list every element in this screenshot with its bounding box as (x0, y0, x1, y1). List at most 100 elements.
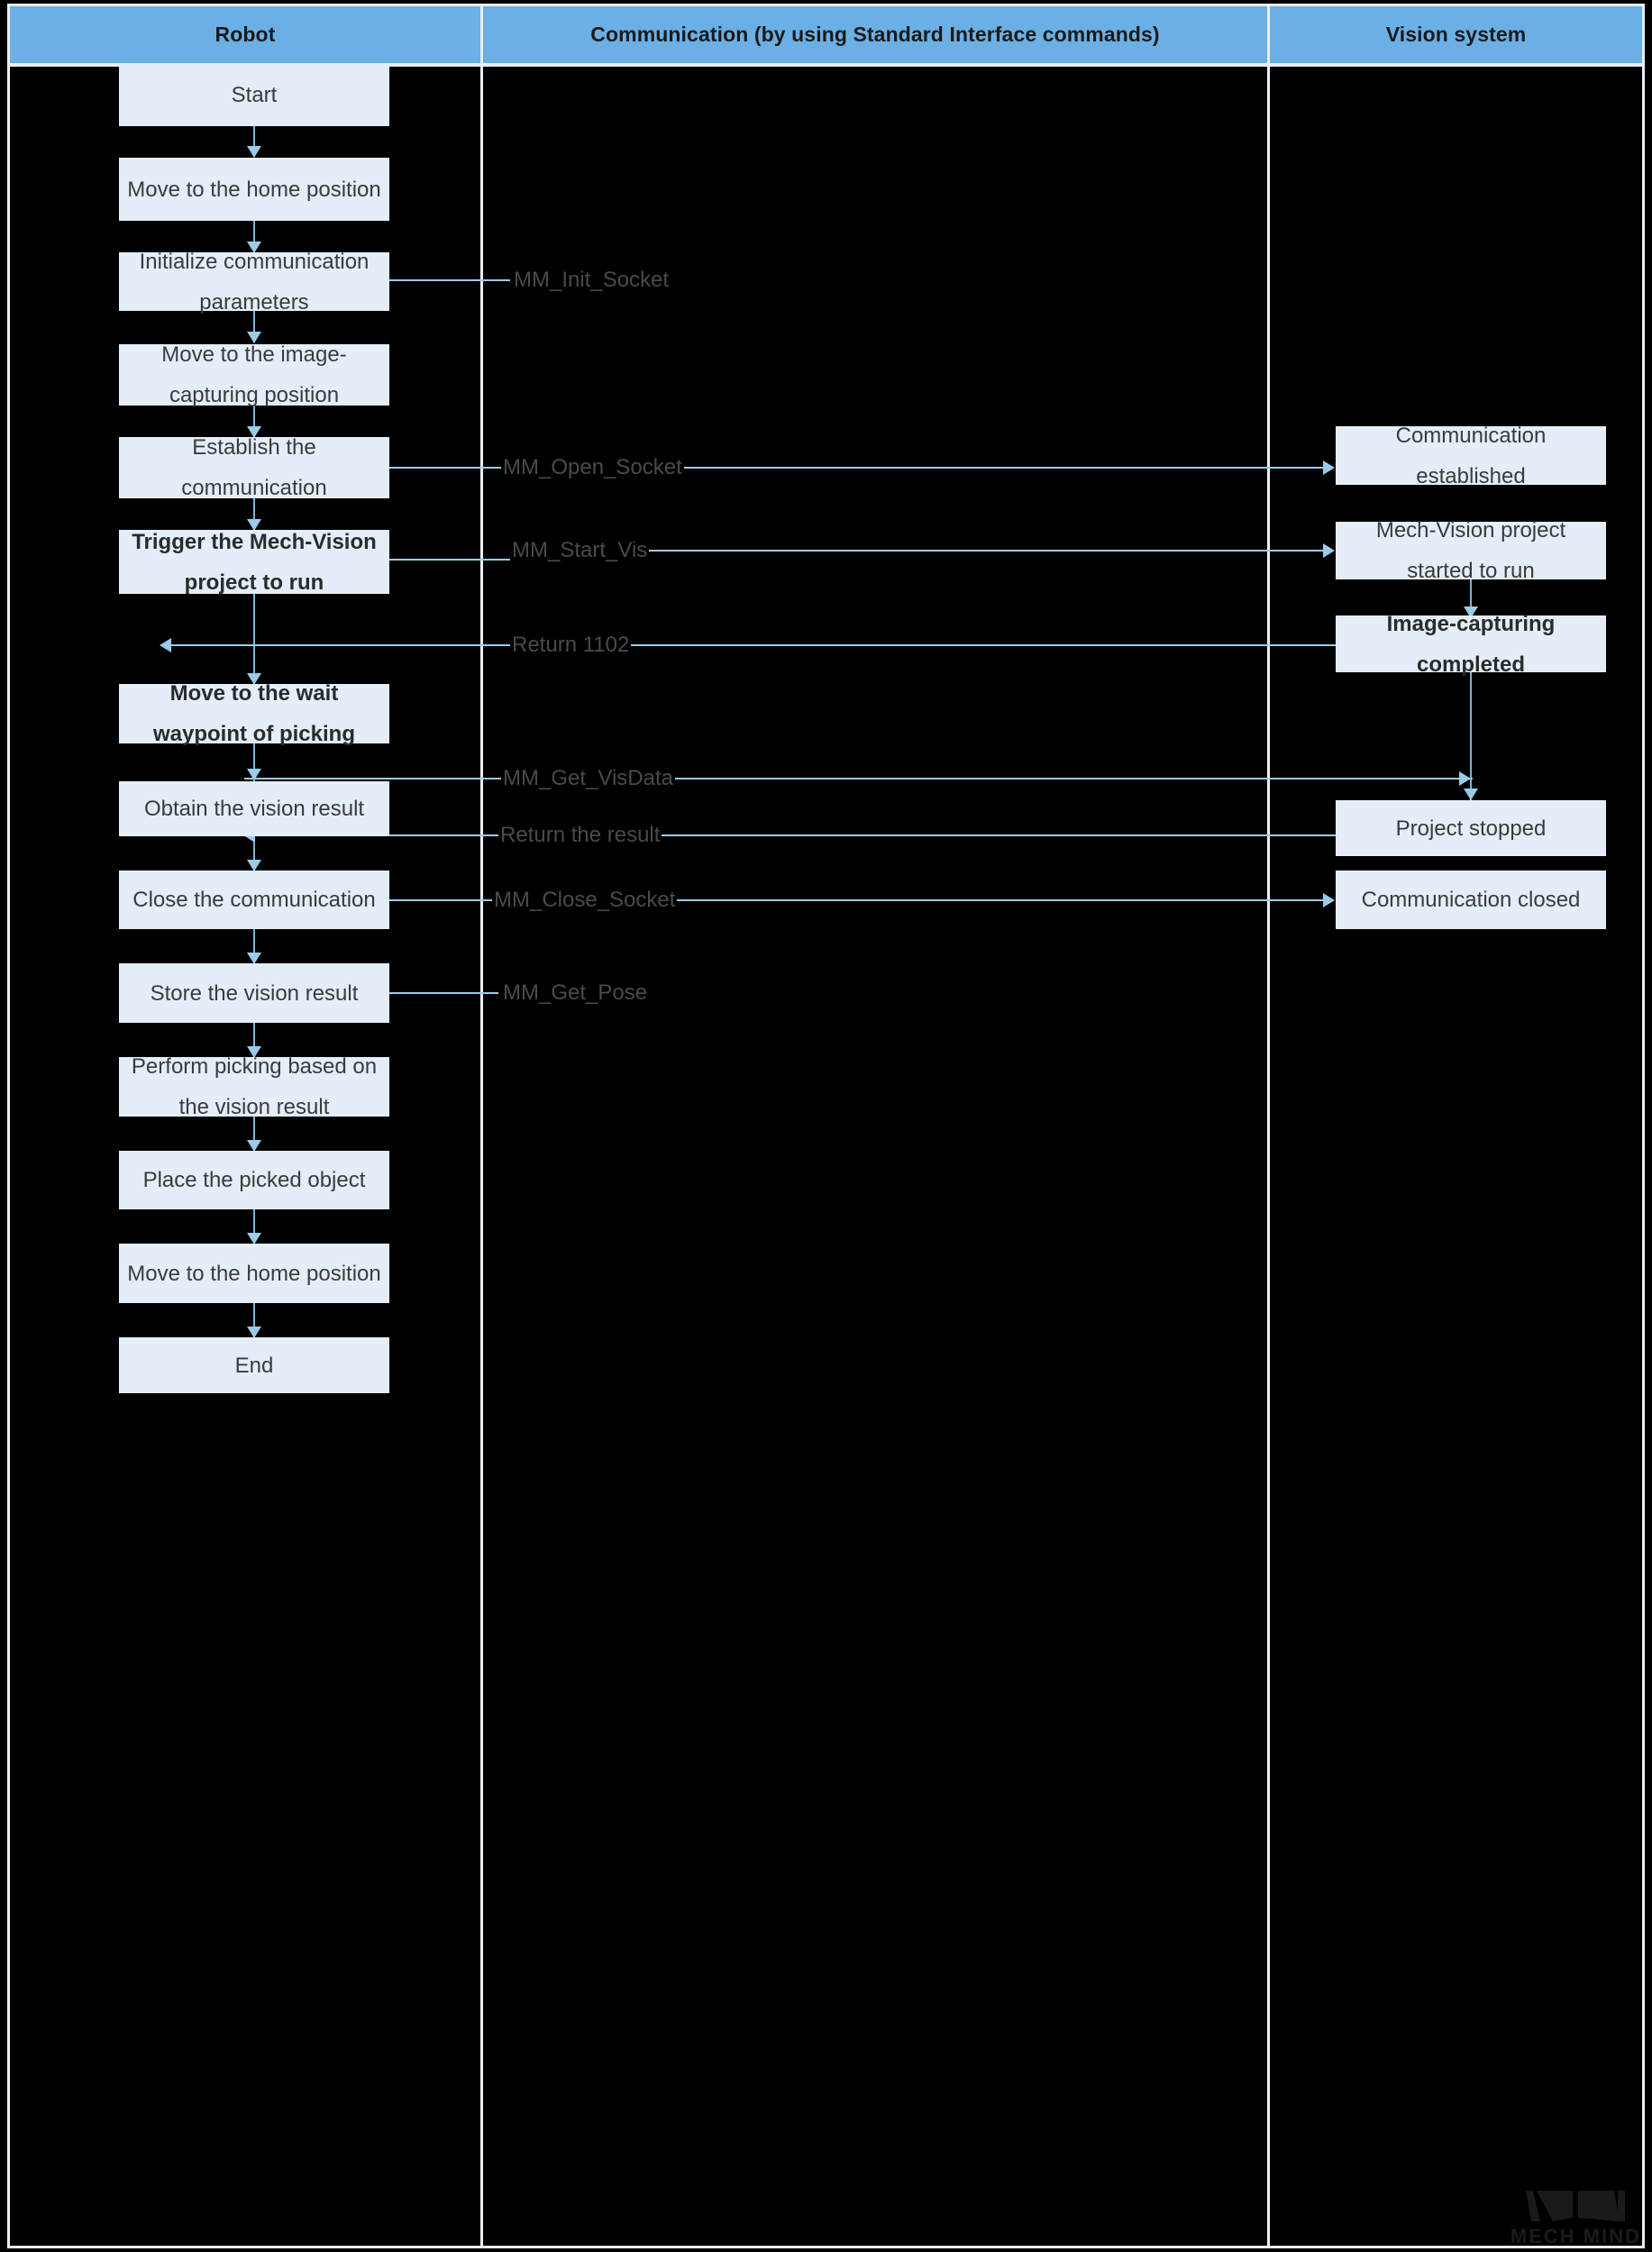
connector-trigger-to-waitwp (253, 594, 255, 684)
vision-step-mech-vision-started[interactable]: Mech-Vision project started to run (1336, 518, 1606, 583)
robot-step-end-label: End (234, 1353, 274, 1378)
lane-divider-1 (480, 4, 483, 2248)
connector-mvstart-to-imgdone (1470, 579, 1472, 619)
robot-step-start-label: Start (231, 82, 278, 107)
connector-home2-to-end (253, 1303, 255, 1337)
arrowhead-establish (247, 426, 261, 438)
robot-step-perform-picking[interactable]: Perform picking based on the vision resu… (119, 1054, 389, 1119)
vision-step-mech-vision-started-label: Mech-Vision project started to run (1375, 518, 1566, 583)
lane-header-vision: Vision system (1270, 6, 1642, 63)
frame-left-border (7, 4, 10, 2248)
robot-step-obtain-vision-result-label: Obtain the vision result (143, 797, 365, 821)
lane-header-robot-label: Robot (214, 23, 276, 46)
lane-header-communication: Communication (by using Standard Interfa… (483, 6, 1267, 63)
robot-step-move-home-2-label: Move to the home position (127, 1261, 381, 1286)
line-return-1102 (171, 644, 1379, 646)
connector-establish-to-trigger (253, 498, 255, 530)
connector-imgpos-to-establish (253, 406, 255, 437)
frame-top-border (7, 4, 1645, 6)
command-label-mm-open-socket: MM_Open_Socket (501, 454, 684, 481)
arrowhead-mv-started (1323, 543, 1335, 558)
command-label-mm-get-pose: MM_Get_Pose (501, 980, 650, 1007)
connector-obtain-to-close (253, 836, 255, 871)
robot-step-establish-communication-label: Establish the communication (181, 435, 327, 500)
connector-start-to-home1 (253, 125, 255, 157)
vision-step-project-stopped[interactable]: Project stopped (1336, 800, 1606, 856)
vision-step-communication-established-label: Communication established (1395, 423, 1547, 488)
arrowhead-projstop (1464, 789, 1478, 800)
connector-store-to-pick (253, 1023, 255, 1057)
connector-place-to-home2 (253, 1209, 255, 1244)
arrowhead-return-1102 (160, 638, 171, 652)
connector-pick-to-place (253, 1117, 255, 1151)
robot-step-start[interactable]: Start (119, 63, 389, 126)
vision-step-communication-closed-label: Communication closed (1361, 888, 1581, 912)
frame-bottom-border (7, 2246, 1645, 2248)
vision-step-image-capturing-completed-label: Image-capturing completed (1386, 611, 1556, 677)
arrowhead-obtain (247, 769, 261, 780)
command-label-mm-get-visdata: MM_Get_VisData (501, 765, 675, 792)
lane-header-robot: Robot (10, 6, 480, 63)
arrowhead-pick (247, 1046, 261, 1058)
robot-step-place-picked-object[interactable]: Place the picked object (119, 1151, 389, 1209)
arrowhead-trigger (247, 519, 261, 531)
line-get-visdata (244, 778, 1473, 780)
robot-step-move-home-1[interactable]: Move to the home position (119, 158, 389, 221)
line-close-socket (244, 899, 1331, 901)
robot-step-initialize-comm-params[interactable]: Initialize communication parameters (119, 250, 389, 315)
connector-home1-to-init (253, 221, 255, 252)
connector-imgdone-to-projstop (1470, 672, 1472, 800)
robot-step-trigger-mech-vision[interactable]: Trigger the Mech-Vision project to run (119, 530, 389, 595)
connector-close-to-store (253, 929, 255, 963)
arrowhead-imgpos (247, 332, 261, 343)
robot-step-move-wait-waypoint[interactable]: Move to the wait waypoint of picking (119, 681, 389, 746)
lane-divider-2 (1267, 4, 1270, 2248)
robot-step-close-communication[interactable]: Close the communication (119, 871, 389, 929)
line-start-vis-right (598, 550, 1331, 552)
line-return-result (255, 834, 1337, 836)
command-label-mm-start-vis: MM_Start_Vis (510, 537, 650, 564)
vision-step-communication-closed[interactable]: Communication closed (1336, 871, 1606, 929)
robot-step-move-wait-waypoint-label: Move to the wait waypoint of picking (152, 681, 355, 746)
arrowhead-place (247, 1140, 261, 1152)
vision-step-communication-established[interactable]: Communication established (1336, 424, 1606, 488)
robot-step-obtain-vision-result[interactable]: Obtain the vision result (119, 781, 389, 836)
lane-header-vision-label: Vision system (1385, 23, 1527, 46)
lane-header-underline (7, 63, 1645, 67)
robot-step-end[interactable]: End (119, 1337, 389, 1393)
lane-header-communication-label: Communication (by using Standard Interfa… (590, 23, 1160, 46)
command-label-return-1102: Return 1102 (510, 632, 632, 659)
robot-step-perform-picking-label: Perform picking based on the vision resu… (131, 1054, 378, 1119)
robot-step-store-vision-result-label: Store the vision result (150, 980, 359, 1006)
arrowhead-end (247, 1327, 261, 1338)
robot-step-move-home-2[interactable]: Move to the home position (119, 1244, 389, 1303)
arrowhead-store (247, 953, 261, 964)
arrowhead-home1 (247, 146, 261, 158)
robot-step-close-communication-label: Close the communication (132, 888, 376, 912)
robot-step-move-image-capturing-position[interactable]: Move to the image-capturing position (119, 342, 389, 407)
arrowhead-waitwp (247, 673, 261, 685)
mech-mind-watermark: MECH MIND (1511, 2187, 1641, 2248)
vision-step-project-stopped-label: Project stopped (1395, 816, 1547, 841)
robot-step-establish-communication[interactable]: Establish the communication (119, 435, 389, 500)
vision-step-image-capturing-completed[interactable]: Image-capturing completed (1336, 612, 1606, 677)
arrowhead-imgdone (1464, 606, 1478, 618)
line-open-socket (244, 467, 1331, 469)
frame-right-border (1642, 4, 1645, 2248)
arrowhead-comm-closed (1323, 893, 1335, 907)
mech-mind-logo-icon (1526, 2191, 1626, 2221)
arrowhead-get-visdata (1459, 771, 1471, 786)
arrowhead-home2 (247, 1233, 261, 1245)
robot-step-move-home-1-label: Move to the home position (127, 177, 381, 202)
arrowhead-close (247, 860, 261, 871)
connector-init-to-imgpos (253, 311, 255, 342)
robot-step-initialize-comm-params-label: Initialize communication parameters (139, 249, 370, 315)
robot-step-store-vision-result[interactable]: Store the vision result (119, 963, 389, 1023)
robot-step-move-image-capturing-position-label: Move to the image-capturing position (161, 342, 347, 407)
command-label-mm-init-socket: MM_Init_Socket (512, 267, 671, 294)
command-label-return-the-result: Return the result (498, 822, 662, 849)
robot-step-trigger-mech-vision-label: Trigger the Mech-Vision project to run (132, 529, 377, 595)
robot-step-place-picked-object-label: Place the picked object (142, 1168, 366, 1192)
arrowhead-comm-established (1323, 460, 1335, 475)
